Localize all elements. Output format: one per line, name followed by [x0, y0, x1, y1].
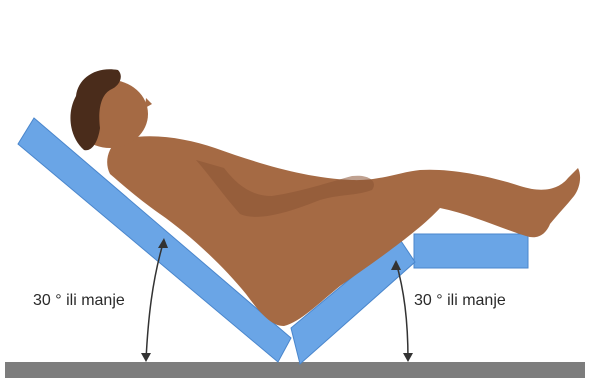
floor — [5, 362, 585, 378]
patient-figure — [70, 69, 580, 326]
leg-support — [414, 234, 528, 268]
right-arrowhead-bottom — [403, 353, 413, 362]
left-angle-label: 30 ° ili manje — [33, 292, 125, 310]
patient-nose — [145, 98, 152, 108]
left-arrowhead-bottom — [141, 353, 151, 362]
right-angle-label: 30 ° ili manje — [414, 292, 506, 310]
